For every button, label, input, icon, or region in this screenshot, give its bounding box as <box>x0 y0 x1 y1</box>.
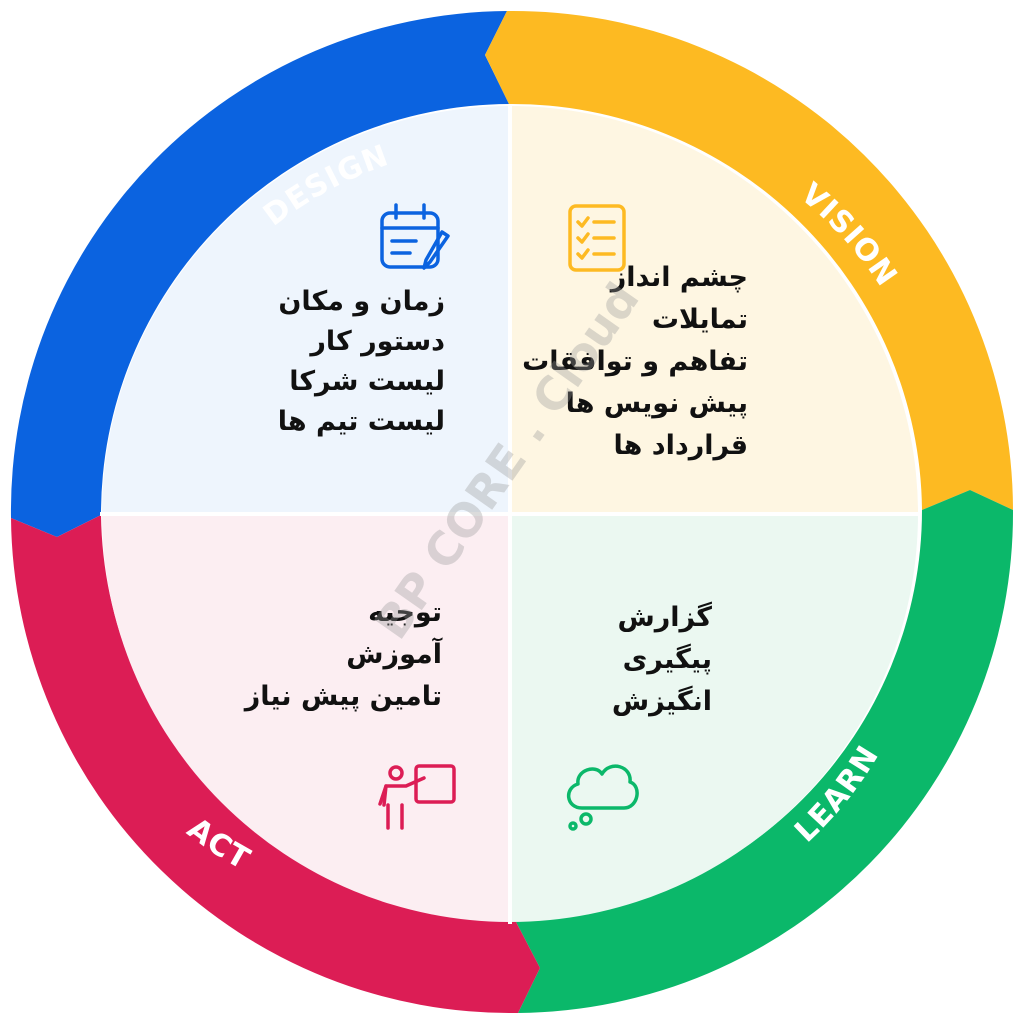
learn-line: پیگیری <box>623 643 712 675</box>
act-line: تامین پیش نیاز <box>243 681 442 712</box>
quadrant-design-bg <box>102 106 510 514</box>
design-text-block: زمان و مکان دستور کار لیست شرکا لیست تیم… <box>278 286 445 437</box>
vision-text-block: چشم انداز تمایلات تفاهم و توافقات پیش نو… <box>522 262 748 461</box>
thought-cloud-icon <box>567 764 639 831</box>
ring-segment-learn <box>515 490 1014 1013</box>
learn-line: انگیزش <box>612 685 712 717</box>
presenter-board-icon <box>378 764 456 830</box>
ring-segment-vision <box>485 10 1013 511</box>
ring-segment-design <box>10 11 510 537</box>
vision-line: تمایلات <box>652 304 748 335</box>
design-line: زمان و مکان <box>278 286 445 317</box>
learn-line: گزارش <box>617 601 712 633</box>
design-line: دستور کار <box>308 326 445 357</box>
vision-line: چشم انداز <box>609 262 748 293</box>
quadrant-learn-bg <box>510 514 918 922</box>
calendar-edit-icon <box>380 203 450 270</box>
vision-line: پیش نویس ها <box>566 388 748 419</box>
design-line: لیست تیم ها <box>278 406 445 437</box>
learn-text-block: گزارش پیگیری انگیزش <box>612 601 712 717</box>
vision-line: قرارداد ها <box>614 430 749 461</box>
checklist-icon <box>568 204 626 272</box>
vision-line: تفاهم و توافقات <box>522 346 748 377</box>
ring-segment-act <box>11 515 540 1014</box>
act-line: توجیه <box>368 597 442 628</box>
act-text-block: توجیه آموزش تامین پیش نیاز <box>243 597 443 712</box>
quadrant-act-bg <box>102 514 510 922</box>
quadrant-vision-bg <box>510 106 918 514</box>
act-line: آموزش <box>346 637 442 670</box>
design-line: لیست شرکا <box>289 366 445 397</box>
